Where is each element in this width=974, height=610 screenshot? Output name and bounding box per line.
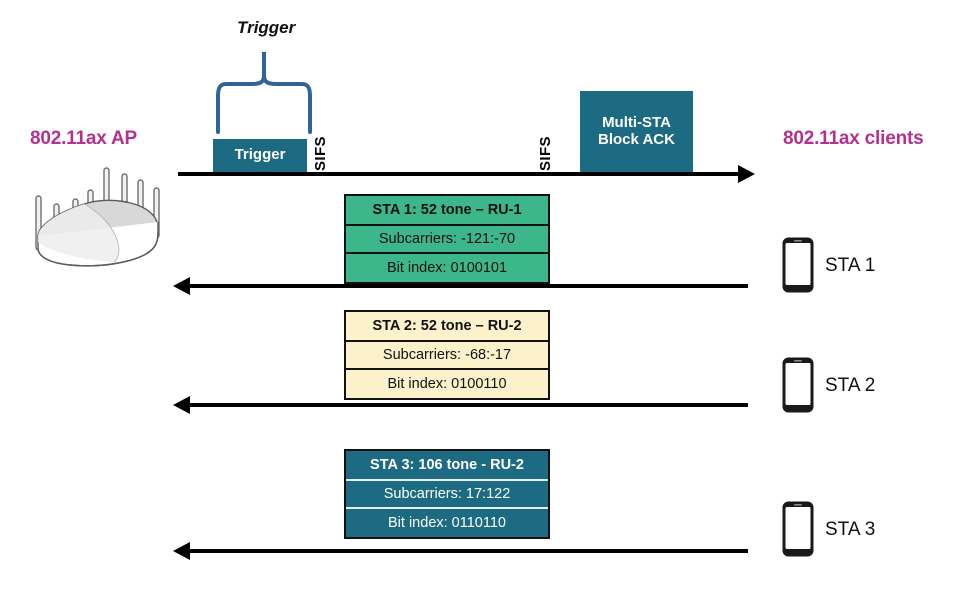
- block-ack-line-1: Multi-STA: [602, 113, 671, 131]
- sta-2-subcarriers: Subcarriers: -68:-17: [346, 342, 548, 370]
- trigger-frame-box: Trigger: [213, 139, 307, 172]
- sta-1-ru-title: STA 1: 52 tone – RU-1: [346, 196, 548, 226]
- clients-title-label: 802.11ax clients: [783, 128, 924, 149]
- sta-1-uplink-axis: [190, 284, 748, 288]
- sifs-label-2: SIFS: [537, 136, 554, 171]
- sta-1-ru-box: STA 1: 52 tone – RU-1 Subcarriers: -121:…: [344, 194, 550, 284]
- sta-1-uplink-arrow-head: [173, 277, 190, 295]
- multi-sta-block-ack-box: Multi-STA Block ACK: [580, 91, 693, 172]
- sta-3-subcarriers: Subcarriers: 17:122: [346, 481, 548, 509]
- sta-2-uplink-axis: [190, 403, 748, 407]
- trigger-brace: [212, 50, 332, 134]
- smartphone-icon-sta-2: [781, 356, 815, 414]
- sta-3-uplink-arrow-head: [173, 542, 190, 560]
- sta-2-ru-title: STA 2: 52 tone – RU-2: [346, 312, 548, 342]
- ap-title-label: 802.11ax AP: [30, 128, 137, 149]
- sta-1-subcarriers: Subcarriers: -121:-70: [346, 226, 548, 254]
- sta-1-label: STA 1: [825, 255, 876, 276]
- sta-2-label: STA 2: [825, 375, 876, 396]
- sifs-label-1: SIFS: [312, 136, 329, 171]
- sta-3-bit-index: Bit index: 0110110: [346, 509, 548, 537]
- sta-3-ru-title: STA 3: 106 tone - RU-2: [346, 451, 548, 481]
- sta-2-ru-box: STA 2: 52 tone – RU-2 Subcarriers: -68:-…: [344, 310, 550, 400]
- sta-1-bit-index: Bit index: 0100101: [346, 254, 548, 282]
- sta-3-uplink-axis: [190, 549, 748, 553]
- smartphone-icon-sta-3: [781, 500, 815, 558]
- sta-3-label: STA 3: [825, 519, 876, 540]
- smartphone-icon-sta-1: [781, 236, 815, 294]
- sta-2-bit-index: Bit index: 0100110: [346, 370, 548, 398]
- downlink-arrow-head: [738, 165, 755, 183]
- sta-3-ru-box: STA 3: 106 tone - RU-2 Subcarriers: 17:1…: [344, 449, 550, 539]
- downlink-timeline-axis: [178, 172, 740, 176]
- trigger-brace-label: Trigger: [237, 18, 296, 37]
- wireless-router-icon: [18, 160, 178, 280]
- block-ack-line-2: Block ACK: [598, 130, 675, 148]
- sta-2-uplink-arrow-head: [173, 396, 190, 414]
- trigger-frame-label: Trigger: [234, 146, 286, 164]
